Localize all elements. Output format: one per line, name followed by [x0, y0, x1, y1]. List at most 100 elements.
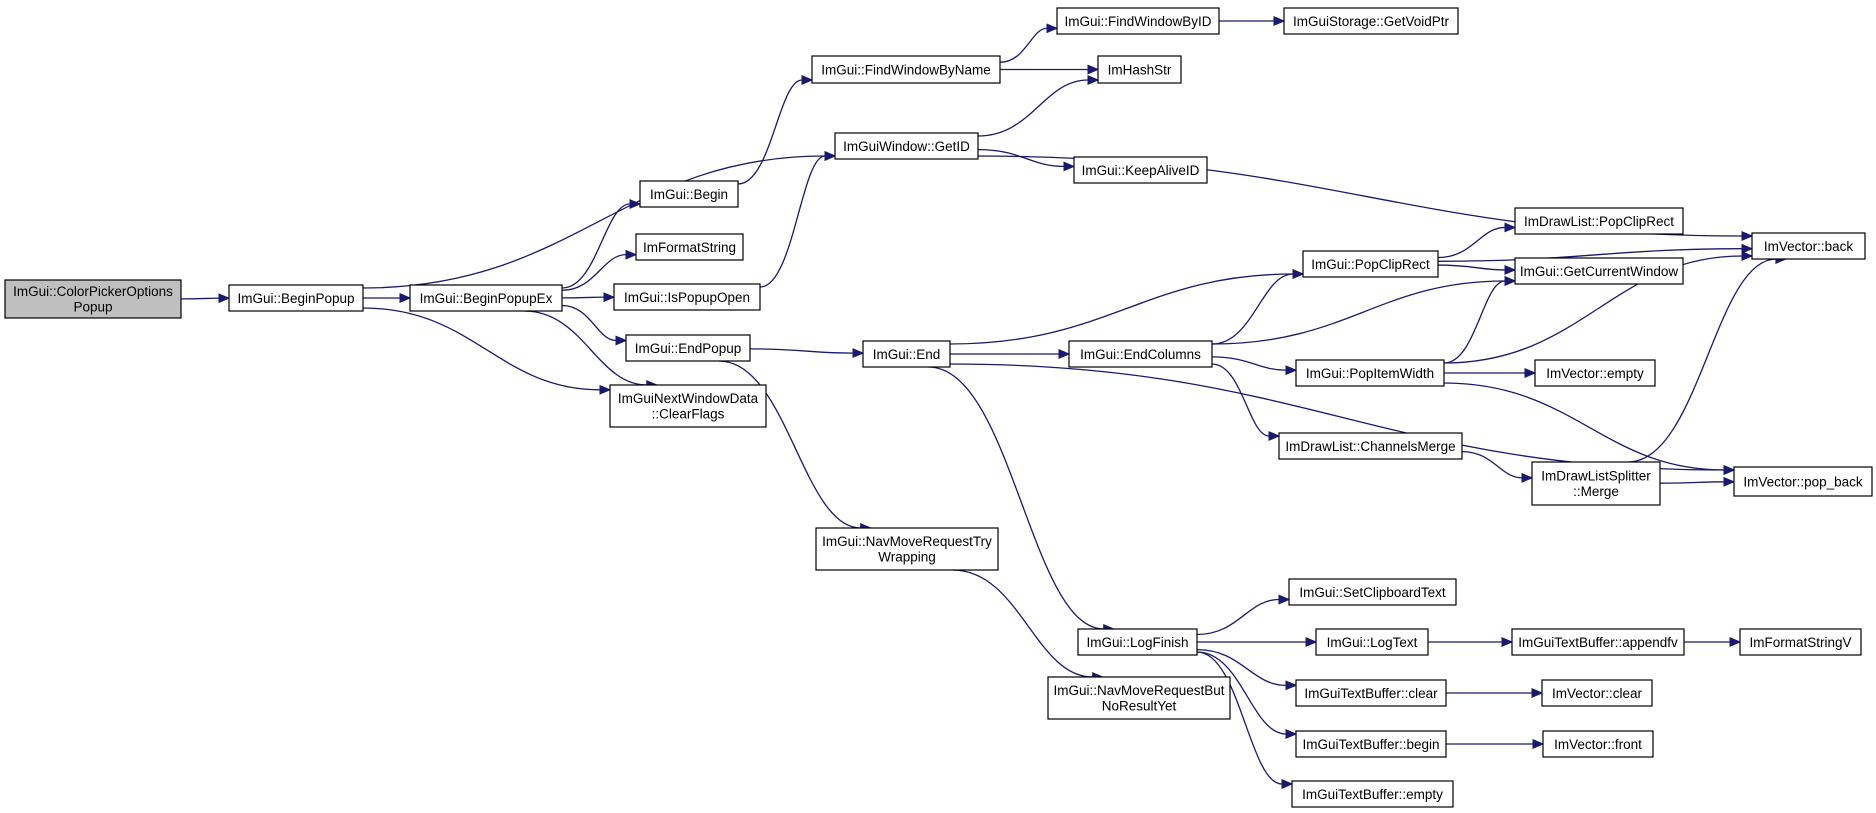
node-keep-alive-id[interactable]: ImGui::KeepAliveID — [1073, 156, 1208, 184]
node-end-columns[interactable]: ImGui::EndColumns — [1068, 340, 1213, 368]
node-im-hash-str[interactable]: ImHashStr — [1097, 55, 1182, 84]
arrowhead — [218, 293, 231, 304]
arrowhead — [1504, 222, 1517, 233]
node-box — [1295, 359, 1445, 387]
node-vector-clear[interactable]: ImVector::clear — [1541, 679, 1653, 707]
edge-pop-clip-rect-to-get-current-window — [1437, 264, 1517, 275]
node-box — [1073, 156, 1208, 184]
arrowhead — [1532, 739, 1545, 749]
node-get-current-window[interactable]: ImGui::GetCurrentWindow — [1514, 257, 1684, 285]
node-text-buffer-empty[interactable]: ImGuiTextBuffer::empty — [1291, 780, 1454, 808]
node-box — [1283, 7, 1459, 35]
edge-line — [737, 79, 803, 185]
node-pop-item-width[interactable]: ImGui::PopItemWidth — [1295, 359, 1445, 387]
node-label: ImGui::GetCurrentWindow — [1520, 264, 1679, 279]
node-text-buffer-clear[interactable]: ImGuiTextBuffer::clear — [1295, 679, 1447, 707]
node-label: ImGui::IsPopupOpen — [624, 290, 750, 305]
edge-line — [949, 273, 1294, 345]
node-vector-front[interactable]: ImVector::front — [1542, 730, 1654, 758]
node-box — [1315, 628, 1429, 656]
node-text-buffer-begin[interactable]: ImGuiTextBuffer::begin — [1295, 730, 1447, 758]
node-box — [1514, 207, 1684, 235]
edge-color-picker-options-popup-to-begin-popup — [180, 293, 231, 304]
edge-line — [759, 155, 826, 288]
node-pop-clip-rect[interactable]: ImGui::PopClipRect — [1302, 250, 1439, 278]
node-label: ImVector::clear — [1552, 686, 1643, 701]
node-get-id[interactable]: ImGuiWindow::GetID — [834, 132, 979, 160]
arrowhead — [1741, 251, 1754, 261]
edge-text-buffer-begin-to-vector-front — [1446, 739, 1545, 749]
arrowhead — [599, 384, 612, 395]
node-label: ImGui::FindWindowByID — [1064, 14, 1211, 29]
node-draw-list-pop-clip-rect[interactable]: ImDrawList::PopClipRect — [1514, 207, 1684, 235]
node-begin-popup[interactable]: ImGui::BeginPopup — [228, 284, 364, 312]
node-end[interactable]: ImGui::End — [862, 340, 951, 368]
node-box — [834, 132, 979, 160]
edge-line — [1437, 264, 1506, 271]
node-splitter-merge[interactable]: ImDrawListSplitter::Merge — [1531, 461, 1661, 506]
arrowhead — [852, 348, 865, 359]
edge-is-popup-open-to-get-id — [759, 151, 837, 288]
node-im-format-string[interactable]: ImFormatString — [635, 233, 744, 261]
node-clear-flags[interactable]: ImGuiNextWindowData::ClearFlags — [609, 384, 767, 428]
edge-begin-popup-ex-to-is-popup-open — [561, 292, 616, 303]
edge-begin-popup-to-begin-popup-ex — [362, 293, 412, 303]
edge-line — [718, 360, 861, 529]
edge-get-id-to-im-hash-str — [977, 75, 1100, 137]
node-box — [1278, 432, 1463, 460]
node-label: ImVector::empty — [1546, 366, 1644, 381]
node-box — [1288, 578, 1457, 606]
node-appendfv[interactable]: ImGuiTextBuffer::appendfv — [1511, 628, 1685, 656]
edge-line — [561, 296, 605, 299]
node-get-void-ptr[interactable]: ImGuiStorage::GetVoidPtr — [1283, 7, 1459, 35]
node-label: ImVector::pop_back — [1743, 474, 1863, 489]
node-label: ImGui::NavMoveRequestBut — [1053, 683, 1224, 698]
node-set-clipboard-text[interactable]: ImGui::SetClipboardText — [1288, 578, 1457, 606]
arrowhead — [1281, 779, 1294, 789]
node-begin-popup-ex[interactable]: ImGui::BeginPopupEx — [409, 284, 563, 312]
node-label: ImFormatStringV — [1749, 635, 1851, 650]
node-box — [1077, 628, 1198, 656]
node-box — [609, 384, 767, 428]
node-label: ImHashStr — [1108, 62, 1172, 77]
edge-end-popup-to-end — [749, 348, 865, 359]
edge-end-to-pop-clip-rect — [949, 269, 1305, 345]
node-vector-empty[interactable]: ImVector::empty — [1534, 359, 1656, 387]
node-find-window-by-id[interactable]: ImGui::FindWindowByID — [1056, 7, 1220, 35]
arrowhead — [399, 293, 412, 303]
node-label: ImGuiTextBuffer::appendfv — [1518, 635, 1678, 650]
edge-begin-popup-ex-to-begin — [561, 199, 642, 289]
node-log-text[interactable]: ImGui::LogText — [1315, 628, 1429, 656]
arrowhead — [1501, 637, 1514, 647]
edge-get-id-to-keep-alive-id — [977, 148, 1076, 172]
node-label: ImDrawListSplitter — [1541, 469, 1651, 484]
node-box — [1733, 466, 1873, 497]
node-im-format-string-v[interactable]: ImFormatStringV — [1739, 628, 1862, 656]
node-log-finish[interactable]: ImGui::LogFinish — [1077, 628, 1198, 656]
node-label: ImGui::LogFinish — [1086, 635, 1188, 650]
node-find-window-by-name[interactable]: ImGui::FindWindowByName — [811, 55, 1001, 84]
node-vector-back[interactable]: ImVector::back — [1751, 232, 1866, 260]
node-label: ImGui::FindWindowByName — [821, 62, 991, 77]
node-is-popup-open[interactable]: ImGui::IsPopupOpen — [613, 283, 761, 311]
edge-end-columns-to-get-current-window — [1211, 276, 1517, 345]
node-label: ImGuiNextWindowData — [618, 391, 759, 406]
edge-find-window-by-name-to-find-window-by-id — [999, 23, 1059, 63]
node-box — [409, 284, 563, 312]
edge-line — [1461, 450, 1523, 479]
node-begin[interactable]: ImGui::Begin — [639, 180, 739, 208]
node-channels-merge[interactable]: ImDrawList::ChannelsMerge — [1278, 432, 1463, 460]
edge-log-finish-to-text-buffer-begin — [1196, 651, 1298, 739]
edge-splitter-merge-to-vector-pop-back — [1659, 476, 1736, 487]
node-label: ImGuiTextBuffer::empty — [1302, 787, 1443, 802]
node-end-popup[interactable]: ImGui::EndPopup — [625, 334, 751, 362]
node-box — [811, 55, 1001, 84]
arrowhead — [1521, 472, 1534, 483]
edge-splitter-merge-to-vector-back — [1627, 254, 1788, 463]
edges-layer — [180, 16, 1788, 789]
node-vector-pop-back[interactable]: ImVector::pop_back — [1733, 466, 1873, 497]
